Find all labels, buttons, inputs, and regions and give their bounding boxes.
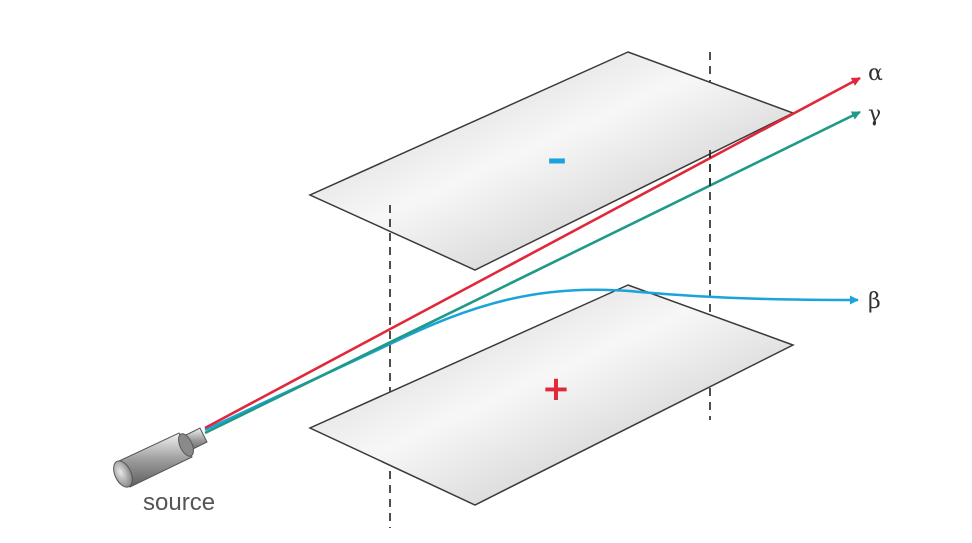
source-emitter-icon <box>113 427 208 488</box>
gamma-ray <box>204 110 861 435</box>
positive-sign: + <box>542 369 571 409</box>
alpha-ray <box>204 76 861 430</box>
source-label: source <box>143 489 215 516</box>
negative-plate <box>308 51 795 271</box>
beta-ray <box>204 288 859 432</box>
positive-plate <box>308 284 795 506</box>
negative-sign: – <box>547 136 567 182</box>
gamma-label: γ <box>868 102 881 127</box>
alpha-label: α <box>868 61 883 86</box>
beta-label: β <box>868 289 881 314</box>
